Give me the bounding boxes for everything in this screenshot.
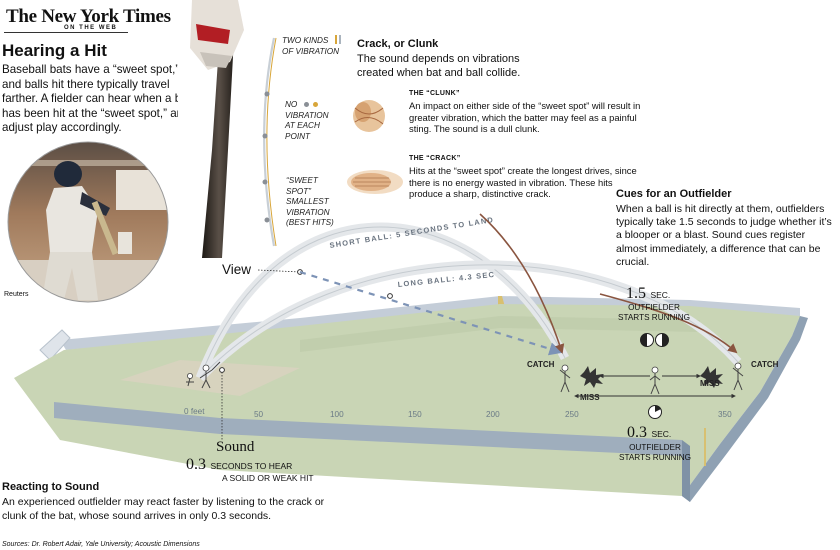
clunk-ball-icon: [353, 100, 385, 132]
time-view-caption-1: OUTFIELDER: [628, 303, 680, 312]
no-vibration-line-4: POINT: [285, 131, 311, 141]
miss-burst-right: [700, 366, 723, 388]
catch-label-right: CATCH: [751, 360, 779, 369]
timer-0-3-icon: [648, 405, 662, 419]
reacting-heading: Reacting to Sound: [2, 481, 100, 493]
vibration-scale: [262, 37, 277, 247]
line-of-sight: [299, 270, 563, 356]
crack-clunk-heading: Crack, or Clunk: [357, 38, 439, 50]
no-vibration-line-2: VIBRATION: [285, 110, 329, 120]
sound-caption-1: SECONDS TO HEAR: [210, 461, 293, 471]
cues-heading: Cues for an Outfielder: [616, 188, 732, 200]
bat-closeup: [178, 0, 248, 258]
no-vibration-dot-icon: [303, 102, 309, 107]
corner-wall: [682, 440, 690, 502]
sweet-spot-line-1: “SWEET: [286, 176, 318, 185]
time-sound-caption-1: OUTFIELDER: [629, 443, 681, 452]
clunk-heading: THE “CLUNK”: [409, 90, 460, 97]
miss-burst-left: [580, 366, 603, 388]
view-leader: [257, 269, 301, 273]
label-two-kinds-vibration: TWO KINDS OF VIBRATION: [282, 35, 341, 57]
batter-photo: [7, 141, 169, 303]
intro-text: Baseball bats have a “sweet spot,” and b…: [2, 63, 193, 134]
tick-150: 150: [408, 410, 422, 419]
catch-label-left: CATCH: [527, 360, 555, 369]
label-no-vibration: NO VIBRATION AT EACH POINT: [285, 100, 329, 142]
label-sweet-spot: “SWEET SPOT” SMALLEST VIBRATION (BEST HI…: [286, 176, 334, 229]
sweet-spot-line-4: VIBRATION: [286, 207, 330, 217]
two-kinds-line-2: OF VIBRATION: [282, 46, 340, 56]
cues-desc: When a ball is hit directly at them, out…: [616, 203, 832, 268]
sound-value: 0.3: [186, 456, 206, 473]
photo-credit: Reuters: [4, 291, 29, 298]
timer-1-5-icon: [640, 333, 669, 347]
crack-ball-icon: [347, 170, 403, 194]
tick-0: 0 feet: [184, 407, 205, 416]
sweet-spot-line-3: SMALLEST: [286, 197, 329, 206]
sweet-spot-line-5: (BEST HITS): [286, 218, 334, 227]
back-wall: [60, 296, 800, 350]
outfielder-left: [559, 364, 571, 393]
time-view-unit: SEC.: [650, 290, 671, 300]
time-sound-number: 0.3: [627, 424, 647, 441]
time-sound-caption-2: STARTS RUNNING: [618, 453, 692, 462]
infield-dirt: [120, 360, 300, 396]
tick-250: 250: [565, 410, 579, 419]
sound-label: Sound: [216, 439, 255, 455]
crack-heading: THE “CRACK”: [409, 155, 461, 162]
nyt-logo-sub: ON THE WEB: [64, 25, 118, 31]
masthead-rule: [4, 32, 128, 33]
long-ball-arrow: [599, 293, 738, 354]
miss-label-left: MISS: [580, 393, 600, 402]
catcher-figure: [186, 372, 194, 387]
time-sound-value: 0.3 SEC.: [627, 424, 671, 442]
time-view-caption: OUTFIELDER STARTS RUNNING: [606, 303, 702, 323]
sweet-spot-line-2: SPOT”: [286, 186, 312, 196]
two-kinds-swatch-icon-2: [338, 35, 341, 44]
reacting-desc: An experienced outfielder may react fast…: [2, 496, 325, 522]
time-sound-caption: OUTFIELDER STARTS RUNNING: [607, 443, 703, 463]
no-vibration-line-3: AT EACH: [285, 121, 320, 130]
right-wall: [682, 316, 808, 502]
time-view-value: 1.5 SEC.: [626, 285, 670, 303]
no-vibration-dot-icon-2: [312, 102, 318, 107]
clunk-desc: An impact on either side of the “sweet s…: [409, 100, 641, 135]
distance-pole: [704, 428, 706, 466]
front-wall: [54, 402, 682, 456]
mowing-stripe: [300, 316, 700, 352]
long-ball-point-marker: [387, 293, 393, 299]
left-stands: [39, 329, 71, 361]
batter-figure: [199, 361, 221, 389]
view-label: View: [222, 262, 251, 277]
two-kinds-line-1: TWO KINDS: [282, 36, 329, 45]
time-sound-unit: SEC.: [651, 429, 672, 439]
tick-50: 50: [254, 410, 264, 419]
crack-desc: Hits at the “sweet spot” create the long…: [409, 165, 637, 200]
tick-200: 200: [486, 410, 500, 419]
outfielder-center: [649, 366, 661, 395]
short-ball-arrow: [479, 213, 565, 354]
sources-note: Sources: Dr. Robert Adair, Yale Universi…: [2, 541, 200, 548]
nyt-logo[interactable]: The New York Times: [6, 6, 171, 27]
two-kinds-swatch-icon: [334, 35, 337, 44]
time-view-caption-2: STARTS RUNNING: [617, 313, 691, 322]
no-vibration-line-1: NO: [285, 100, 298, 109]
outfielder-right: [732, 362, 744, 391]
sound-caption-2: A SOLID OR WEAK HIT: [222, 473, 314, 483]
sound-point-marker: [219, 367, 225, 373]
time-view-number: 1.5: [626, 285, 646, 302]
page-title: Hearing a Hit: [2, 41, 107, 60]
tick-100: 100: [330, 410, 344, 419]
sound-value-row: 0.3 SECONDS TO HEAR: [186, 456, 292, 474]
miss-label-right: MISS: [700, 379, 720, 388]
crack-clunk-desc: The sound depends on vibrations created …: [357, 53, 521, 79]
tick-350: 350: [718, 410, 732, 419]
